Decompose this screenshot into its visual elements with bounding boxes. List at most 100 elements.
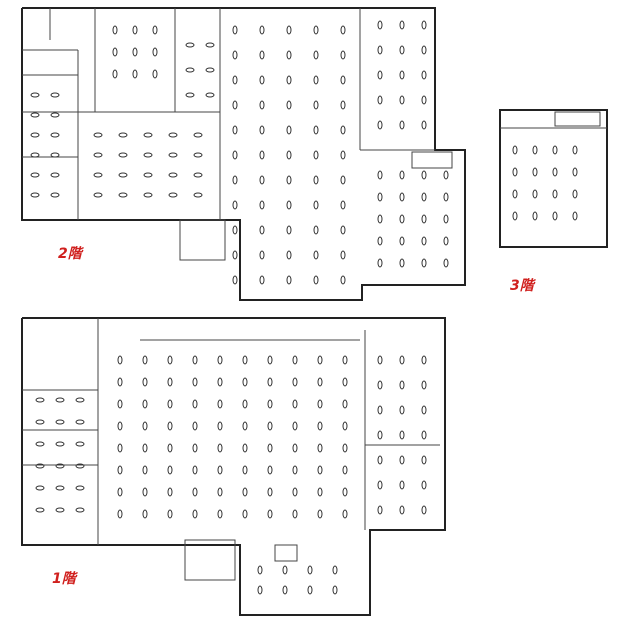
light-fixture — [286, 275, 292, 285]
light-fixture — [317, 487, 323, 497]
light-fixture — [217, 487, 223, 497]
light-fixture — [232, 150, 238, 160]
light-fixture — [168, 132, 178, 138]
light-fixture — [142, 465, 148, 475]
light-fixture — [399, 236, 405, 246]
light-fixture — [512, 189, 518, 199]
light-fixture — [232, 175, 238, 185]
light-fixture — [259, 200, 265, 210]
light-fixture — [192, 377, 198, 387]
light-fixture — [342, 421, 348, 431]
light-fixture — [307, 585, 313, 595]
light-fixture — [292, 487, 298, 497]
light-fixture — [259, 50, 265, 60]
light-fixture — [259, 175, 265, 185]
light-fixture — [267, 355, 273, 365]
light-fixture — [267, 399, 273, 409]
light-fixture — [205, 92, 215, 98]
light-fixture — [552, 145, 558, 155]
light-fixture — [399, 480, 405, 490]
light-fixture — [572, 167, 578, 177]
light-fixture — [142, 487, 148, 497]
light-fixture — [192, 399, 198, 409]
light-fixture — [192, 509, 198, 519]
light-fixture — [118, 152, 128, 158]
light-fixture — [117, 443, 123, 453]
light-fixture — [259, 150, 265, 160]
light-fixture — [286, 250, 292, 260]
light-fixture — [259, 100, 265, 110]
light-fixture — [217, 377, 223, 387]
light-fixture — [55, 485, 65, 491]
light-fixture — [421, 192, 427, 202]
light-fixture — [117, 421, 123, 431]
light-fixture — [421, 505, 427, 515]
light-fixture — [259, 75, 265, 85]
light-fixture — [286, 25, 292, 35]
light-fixture — [342, 377, 348, 387]
light-fixture — [259, 125, 265, 135]
light-fixture — [286, 100, 292, 110]
light-fixture — [286, 175, 292, 185]
light-fixture — [167, 377, 173, 387]
light-fixture — [377, 505, 383, 515]
light-fixture — [259, 225, 265, 235]
light-fixture — [50, 192, 60, 198]
light-fixture — [242, 487, 248, 497]
light-fixture — [117, 487, 123, 497]
light-fixture — [342, 465, 348, 475]
light-fixture — [35, 463, 45, 469]
light-fixture — [421, 380, 427, 390]
light-fixture — [292, 377, 298, 387]
light-fixture — [292, 509, 298, 519]
light-fixture — [143, 152, 153, 158]
light-fixture — [443, 170, 449, 180]
light-fixture — [313, 25, 319, 35]
light-fixture — [421, 70, 427, 80]
light-fixture — [117, 377, 123, 387]
light-fixture — [132, 25, 138, 35]
light-fixture — [267, 465, 273, 475]
light-fixture — [168, 172, 178, 178]
light-fixture — [217, 355, 223, 365]
light-fixture — [317, 377, 323, 387]
light-fixture — [167, 399, 173, 409]
light-fixture — [342, 487, 348, 497]
light-fixture — [35, 507, 45, 513]
light-fixture — [421, 120, 427, 130]
light-fixture — [185, 67, 195, 73]
light-fixture — [267, 377, 273, 387]
light-fixture — [377, 430, 383, 440]
light-fixture — [572, 211, 578, 221]
light-fixture — [192, 487, 198, 497]
light-fixture — [132, 47, 138, 57]
light-fixture — [217, 443, 223, 453]
light-fixture — [143, 192, 153, 198]
light-fixture — [259, 25, 265, 35]
light-fixture — [117, 355, 123, 365]
light-fixture — [118, 132, 128, 138]
light-fixture — [443, 214, 449, 224]
light-fixture — [307, 565, 313, 575]
light-fixture — [377, 95, 383, 105]
light-fixture — [377, 45, 383, 55]
light-fixture — [421, 236, 427, 246]
light-fixture — [313, 150, 319, 160]
light-fixture — [421, 430, 427, 440]
light-fixture — [313, 100, 319, 110]
light-fixture — [377, 355, 383, 365]
light-fixture — [167, 465, 173, 475]
light-fixture — [399, 120, 405, 130]
light-fixture — [232, 25, 238, 35]
light-fixture — [421, 170, 427, 180]
light-fixture — [443, 258, 449, 268]
light-fixture — [399, 70, 405, 80]
light-fixture — [55, 441, 65, 447]
light-fixture — [142, 355, 148, 365]
light-fixture — [340, 250, 346, 260]
light-fixture — [75, 485, 85, 491]
light-fixture — [152, 47, 158, 57]
light-fixture — [55, 397, 65, 403]
light-fixture — [50, 132, 60, 138]
light-fixture — [443, 192, 449, 202]
